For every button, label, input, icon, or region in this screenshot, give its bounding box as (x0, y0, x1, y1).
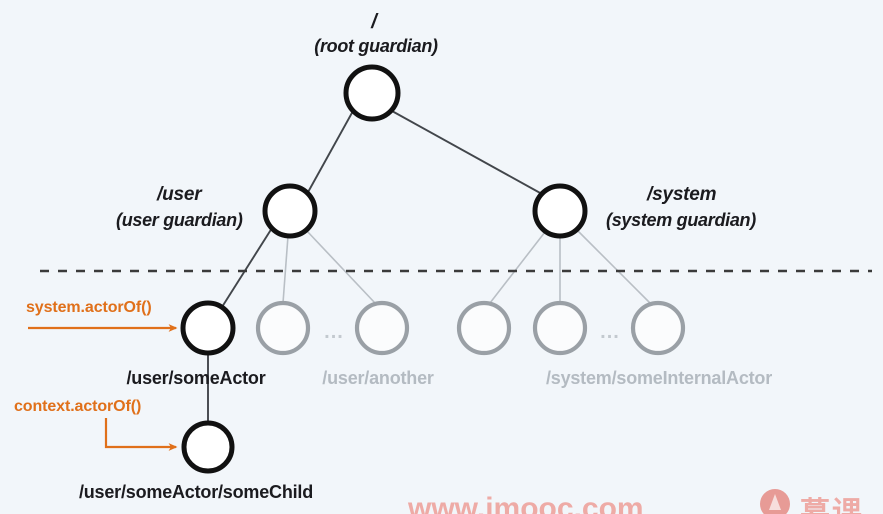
node-user-gray-1[interactable] (255, 300, 311, 356)
edge-system-gray3 (576, 229, 651, 304)
system-branch-ellipsis: ... (600, 321, 620, 343)
dim-nodes (255, 300, 686, 356)
node-system-guardian[interactable] (532, 183, 588, 239)
edge-user-someactor (221, 227, 273, 308)
arrow-context-actorof (104, 418, 178, 451)
node-system-gray-1[interactable] (456, 300, 512, 356)
node-some-actor[interactable] (180, 300, 236, 356)
edges-dark (207, 110, 543, 423)
edge-user-gray2 (305, 229, 376, 304)
user-guardian-label: (user guardian) (116, 210, 243, 230)
context-actorof-annotation: context.actorOf() (14, 398, 142, 415)
user-path-label: /user (157, 184, 202, 205)
edge-user-gray1 (282, 235, 289, 304)
edge-system-gray1 (489, 231, 546, 304)
imooc-logo-icon (760, 489, 790, 514)
system-path-label: /system (647, 184, 717, 205)
watermark-site: www.imooc.com (408, 492, 644, 514)
edges-light (282, 229, 651, 304)
edge-root-system (391, 110, 543, 195)
system-guardian-label: (system guardian) (606, 210, 756, 230)
edge-root-user (306, 110, 354, 195)
watermark-brand: 慕课网 (800, 496, 864, 514)
node-user-guardian[interactable] (262, 183, 318, 239)
node-system-gray-3[interactable] (630, 300, 686, 356)
node-system-gray-2[interactable] (532, 300, 588, 356)
system-actorof-annotation: system.actorOf() (26, 299, 152, 316)
node-user-gray-2[interactable] (354, 300, 410, 356)
node-root-guardian[interactable] (343, 64, 401, 122)
some-actor-label: /user/someActor (126, 368, 266, 388)
some-child-label: /user/someActor/someChild (78, 482, 314, 502)
root-slash-label: / (371, 11, 377, 33)
active-nodes (180, 64, 588, 474)
node-some-child[interactable] (181, 420, 235, 474)
root-guardian-label: (root guardian) (314, 36, 438, 56)
annotation-arrows (28, 324, 178, 451)
user-branch-ellipsis: ... (324, 321, 344, 343)
user-another-label: /user/another (322, 368, 434, 388)
system-internal-actor-label: /system/someInternalActor (545, 368, 773, 388)
